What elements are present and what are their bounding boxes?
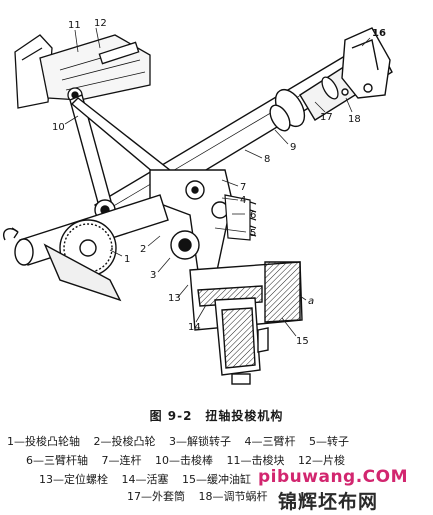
legend-row: 13—定位螺栓 14—活塞 15—缓冲油缸: [39, 471, 433, 487]
legend-item: 13—定位螺栓: [39, 473, 108, 486]
part-label: 13: [168, 293, 181, 304]
end-bracket: [341, 27, 391, 99]
part-label: 8: [264, 154, 270, 165]
legend-item: 1—投梭凸轮轴: [7, 435, 80, 448]
part-label: 7: [240, 182, 246, 193]
legend-item: 18—调节蜗杆: [198, 490, 268, 503]
buffer-cylinder: [189, 261, 303, 385]
legend-item: 10—击梭棒: [155, 454, 213, 467]
legend-item: 2—投梭凸轮: [93, 435, 156, 448]
watermark-brand: 锦辉坯布网: [278, 491, 379, 513]
legend-item: 5—转子: [309, 435, 349, 448]
outer-sleeve: [321, 76, 339, 100]
legend-item: 12—片梭: [298, 454, 345, 467]
legend-item: 3—解锁转子: [169, 435, 231, 448]
side-label: a: [308, 296, 314, 307]
part-label: 15: [296, 336, 309, 347]
part-label: 1: [124, 254, 130, 265]
legend-item: 6—三臂杆轴: [26, 454, 88, 467]
legend-item: 7—连杆: [101, 454, 142, 467]
cam-shaft: [3, 194, 169, 302]
legend-row: 17—外套筒 18—调节蜗杆: [127, 488, 433, 504]
part-label: 2: [140, 244, 146, 255]
legend-row: 6—三臂杆轴 7—连杆 10—击梭棒 11—击梭块 12—片梭: [26, 452, 433, 468]
legend-item: 11—击梭块: [226, 454, 285, 467]
leader-lines: [64, 27, 371, 337]
part-label: 5: [250, 228, 256, 239]
gear-sector: [224, 194, 257, 241]
part-label: 16: [372, 28, 386, 39]
picking-stick: [69, 94, 181, 211]
part-label: 17: [320, 112, 333, 123]
legend-item: 17—外套筒: [127, 490, 185, 503]
part-label: 3: [150, 270, 156, 281]
legend-item: 14—活塞: [121, 473, 169, 486]
figure-caption: 图 9-2 扭轴投梭机构: [149, 409, 284, 423]
part-label: 10: [52, 122, 65, 133]
part-label: 11: [68, 20, 81, 31]
legend-row: 1—投梭凸轮轴 2—投梭凸轮 3—解锁转子 4—三臂杆 5—转子: [7, 433, 433, 449]
part-label: 14: [188, 322, 201, 333]
legend-item: 4—三臂杆: [244, 435, 296, 448]
part-label: 12: [94, 18, 107, 29]
legend-item: 15—缓冲油缸: [182, 473, 251, 486]
watermark-site: pibuwang.COM: [258, 467, 409, 487]
part-label: 6: [250, 210, 256, 221]
part-label: 18: [348, 114, 361, 125]
mechanism-drawing: 11 12 16 17 18 9 8 10 7 4 6 5 2 1 3 13 1…: [3, 18, 393, 385]
part-label: 4: [240, 195, 246, 206]
part-label: 9: [290, 142, 296, 153]
part-number-labels: 11 12 16 17 18 9 8 10 7 4 6 5 2 1 3 13 1…: [52, 18, 386, 347]
picking-block-assembly: [14, 34, 151, 109]
